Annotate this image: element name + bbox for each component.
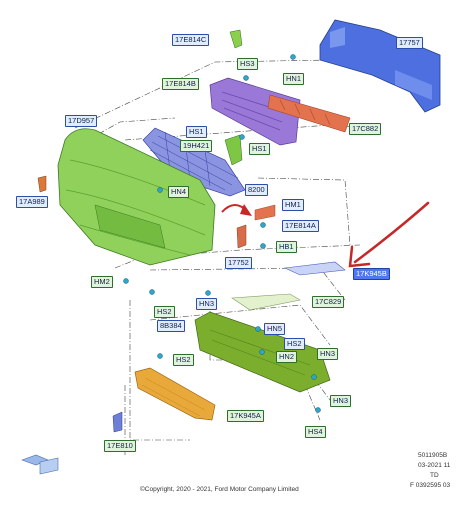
bumper-reinforcement-17757	[319, 19, 441, 113]
label-17E814B: 17E814B	[162, 78, 199, 90]
fastener-dots	[123, 54, 321, 413]
label-17K945B: 17K945B	[353, 268, 390, 280]
vehicle-direction-arrow	[21, 454, 59, 475]
label-HS2: HS2	[173, 354, 194, 366]
label-HN3: HN3	[317, 348, 339, 360]
label-17A989: 17A989	[16, 196, 48, 208]
bracket-19H421	[224, 134, 243, 166]
label-8200: 8200	[245, 184, 268, 196]
label-17E810: 17E810	[104, 440, 136, 452]
red-hand-drawn-arrow-head	[348, 245, 371, 268]
label-HS3: HS3	[237, 58, 258, 70]
label-17K945A: 17K945A	[227, 410, 264, 422]
label-HS4: HS4	[305, 426, 326, 438]
label-19H421: 19H421	[180, 140, 213, 152]
red-curved-arrow-head	[240, 204, 252, 216]
label-HS1: HS1	[249, 143, 270, 155]
label-17752: 17752	[225, 257, 252, 269]
label-HS2: HS2	[284, 338, 305, 350]
label-HN4: HN4	[168, 186, 190, 198]
label-HN3: HN3	[196, 298, 218, 310]
label-HB1: HB1	[276, 241, 297, 253]
drawing-number: F 0392595 03	[410, 482, 451, 489]
label-HM2: HM2	[91, 276, 113, 288]
label-HS1: HS1	[186, 126, 207, 138]
absorber-17C882	[267, 94, 351, 133]
label-HN1: HN1	[283, 73, 305, 85]
label-HN5: HN5	[264, 323, 286, 335]
label-17757: 17757	[396, 37, 423, 49]
revision-date: 03-2021 11	[418, 462, 451, 469]
copyright-notice: ©Copyright, 2020 - 2021, Ford Motor Comp…	[140, 486, 299, 493]
label-17D957: 17D957	[65, 115, 98, 127]
lower-panel-17K945A	[134, 367, 216, 421]
label-HN3: HN3	[330, 395, 352, 407]
label-17E814A: 17E814A	[282, 220, 319, 232]
bracket-17752	[236, 224, 247, 249]
label-HM1: HM1	[282, 199, 304, 211]
label-8B384: 8B384	[157, 320, 185, 332]
part-17E814A	[254, 204, 276, 221]
td-mark: TD	[430, 472, 439, 479]
part-17A989	[37, 175, 47, 193]
label-HN2: HN2	[276, 351, 298, 363]
label-HS2: HS2	[154, 306, 175, 318]
label-17C882: 17C882	[349, 123, 382, 135]
trim-17C829	[231, 293, 301, 311]
reference-code: 5011905B	[418, 452, 448, 459]
bracket-17E814C	[229, 29, 243, 49]
label-17E814C: 17E814C	[172, 34, 210, 46]
part-17E810	[112, 411, 123, 433]
label-17C829: 17C829	[312, 296, 345, 308]
trim-17K945B	[283, 261, 346, 276]
red-hand-drawn-arrow	[353, 201, 430, 264]
